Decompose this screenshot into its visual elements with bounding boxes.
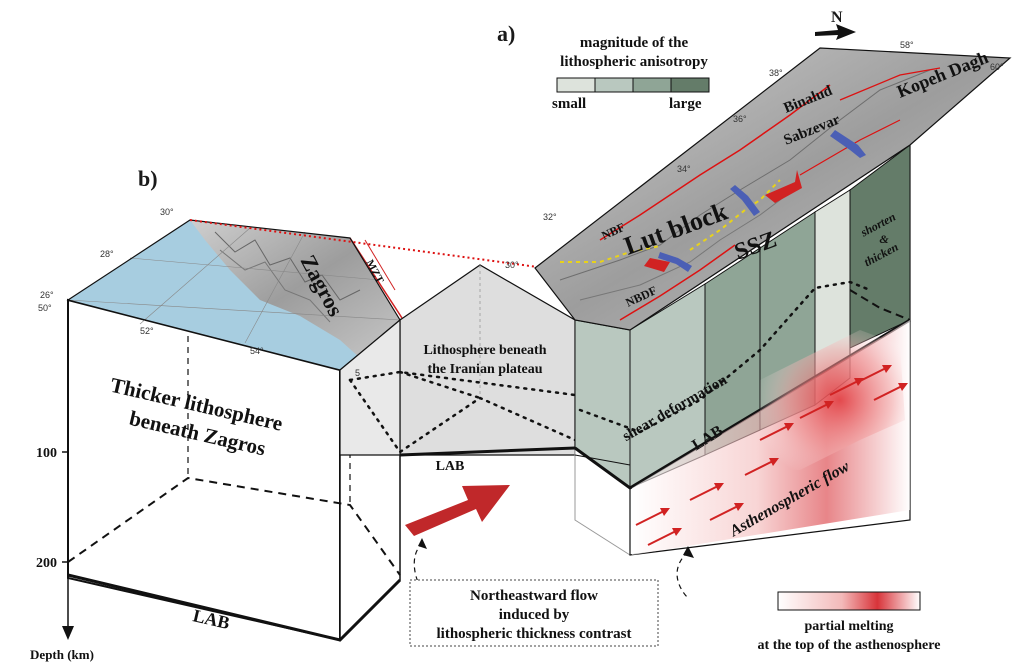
tick-lat-36: 36°: [733, 114, 747, 124]
legend-title-1: magnitude of the: [580, 35, 689, 51]
zagros-map: [66, 219, 403, 371]
legend-large: large: [669, 96, 702, 112]
depth-axis: [62, 300, 74, 640]
melting-legend-1: partial melting: [804, 619, 893, 634]
tick-lat-30-left: 30°: [160, 207, 174, 217]
shorten-label-amp: &: [879, 232, 889, 246]
flow-box-line-1: Northeastward flow: [470, 588, 598, 604]
panel-a-label: a): [497, 21, 515, 46]
legend-small: small: [552, 96, 586, 112]
plateau-label-2: the Iranian plateau: [427, 362, 542, 377]
melting-legend-2: at the top of the asthenosphere: [758, 638, 941, 653]
tick-lat-26-left: 26°: [40, 290, 54, 300]
tick-lon-50: 50°: [38, 303, 52, 313]
north-arrow: [815, 24, 856, 40]
tick-lat-28-left: 28°: [100, 249, 114, 259]
plateau-block: [339, 264, 577, 457]
tick-lon-60: 60°: [990, 62, 1004, 72]
tick-lat-30-right: 30°: [505, 260, 519, 270]
flow-box-line-2: induced by: [499, 607, 570, 623]
anisotropy-legend-bar: [556, 77, 710, 93]
flow-box-line-3: lithospheric thickness contrast: [437, 626, 632, 642]
northeastward-flow-arrow: [405, 485, 510, 536]
tick-lat-32: 32°: [543, 212, 557, 222]
tick-lon-54: 54°: [250, 346, 264, 356]
melting-legend-bar: [777, 591, 921, 611]
lab-label-plateau: LAB: [436, 459, 465, 474]
flow-explanation-box: [409, 579, 659, 647]
eastern-iran-map: [534, 47, 1012, 331]
tick-lat-34: 34°: [677, 164, 691, 174]
plateau-label-1: Lithosphere beneath: [423, 343, 546, 358]
depth-axis-label: Depth (km): [30, 647, 94, 662]
asthenospheric-flow-arrows: [635, 365, 908, 546]
panel-b-label: b): [138, 166, 158, 191]
tick-lon-58: 58°: [900, 40, 914, 50]
tick-lon-52: 52°: [140, 326, 154, 336]
anisotropy-arrows: [644, 130, 866, 272]
tick-lon-5x: 5: [355, 368, 360, 378]
legend-title-2: lithospheric anisotropy: [560, 54, 708, 70]
depth-tick-100: 100: [36, 446, 57, 461]
eastern-iran-block: [574, 143, 911, 556]
north-label: N: [831, 9, 843, 26]
tick-lat-38: 38°: [769, 68, 783, 78]
depth-tick-200: 200: [36, 556, 57, 571]
